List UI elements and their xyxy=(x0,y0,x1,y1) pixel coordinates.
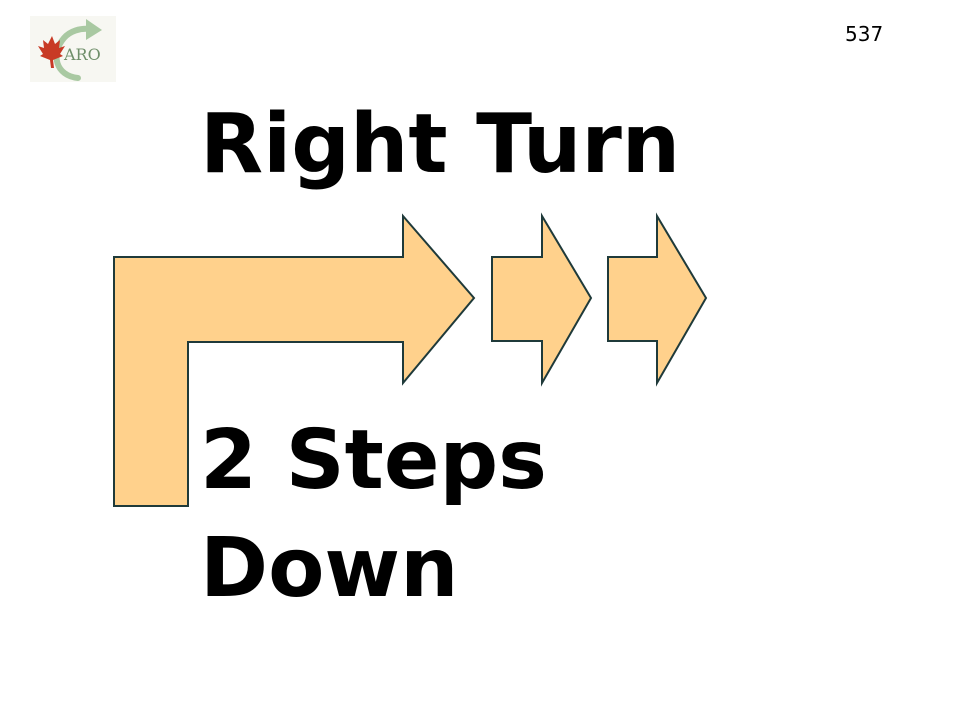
maple-leaf-icon xyxy=(38,36,65,68)
step-arrow-2-icon xyxy=(607,212,708,387)
page-number: 537 xyxy=(845,22,884,46)
steps-direction-text: Down xyxy=(200,521,459,616)
step-arrow-1-icon xyxy=(491,212,593,387)
slide-title: Right Turn xyxy=(200,97,681,192)
logo-arrow-head-icon xyxy=(86,19,102,40)
logo-text: ARO xyxy=(63,45,101,64)
logo: ARO xyxy=(30,16,116,82)
steps-count-text: 2 Steps xyxy=(200,413,547,508)
logo-arrow-icon xyxy=(53,25,93,81)
right-turn-arrow-icon xyxy=(113,213,476,507)
